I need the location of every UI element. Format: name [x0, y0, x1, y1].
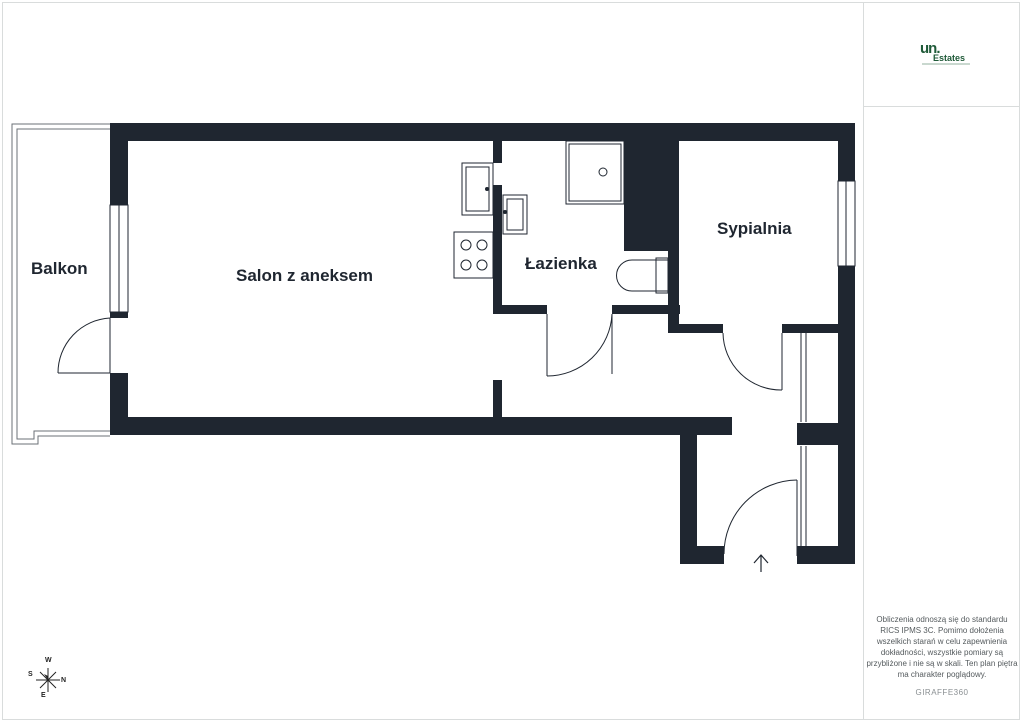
- sidebar-divider: [863, 2, 864, 720]
- room-label-bathroom: Łazienka: [525, 254, 597, 273]
- measurement-disclaimer: Obliczenia odnoszą się do standardu RICS…: [866, 615, 1018, 679]
- door-swings: [57, 313, 807, 556]
- shower: [565, 140, 625, 205]
- compass-icon: [36, 668, 60, 692]
- logo-tagline-graphic: [922, 63, 970, 65]
- kitchen-sink: [461, 162, 494, 216]
- kitchen-stove: [453, 231, 494, 279]
- walls: [110, 123, 855, 564]
- compass-north: N: [61, 677, 67, 684]
- toilet: [616, 257, 669, 294]
- entrance-arrow-icon: [753, 554, 769, 572]
- compass-east: E: [41, 692, 46, 699]
- logo-word: Estates: [933, 53, 966, 63]
- room-label-balcony: Balkon: [31, 259, 88, 278]
- bathroom-sink: [502, 194, 528, 235]
- compass-south: S: [28, 671, 33, 678]
- company-logo: un. Estates: [916, 40, 976, 68]
- compass-west: W: [45, 657, 52, 664]
- compass-rose: W S N E: [28, 654, 76, 702]
- logo-mark: un.: [920, 40, 940, 57]
- windows: [109, 180, 856, 313]
- balcony-outline: [11, 123, 110, 445]
- footer-brand: GIRAFFE360: [915, 688, 969, 697]
- logo-separator: [864, 106, 1020, 107]
- room-label-bedroom: Sypialnia: [717, 219, 792, 238]
- room-label-living: Salon z aneksem: [236, 266, 374, 285]
